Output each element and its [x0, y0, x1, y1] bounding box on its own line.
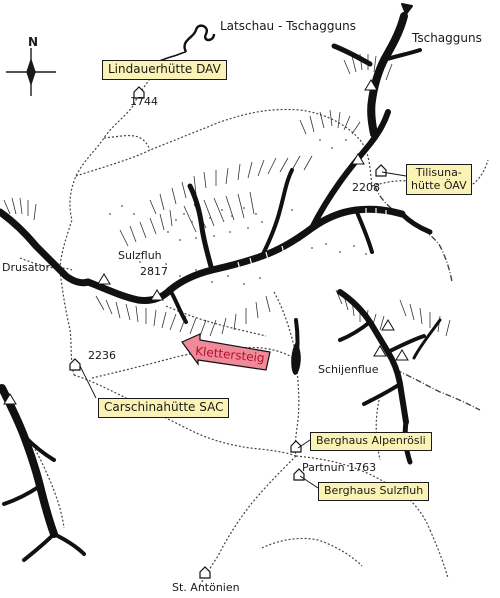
summit-markers [3, 79, 409, 405]
leader-lines [79, 171, 407, 489]
label-tschagguns: Tschagguns [412, 31, 482, 45]
road-latschau [183, 24, 216, 53]
altitude-lindauer: 1744 [130, 95, 158, 108]
mountain-ridges [0, 3, 442, 562]
label-latschau-tschagguns: Latschau - Tschagguns [220, 19, 356, 33]
hut-box-berghaus-sulzfluh: Berghaus Sulzfluh [318, 482, 430, 501]
tilisuna-line-1: Tilisuna- [415, 166, 462, 179]
hut-box-lindauerhuette: Lindauerhütte DAV [102, 60, 227, 80]
altitude-carschina: 2236 [88, 349, 116, 362]
label-sulzfluh: Sulzfluh [118, 249, 162, 262]
label-partnun: Partnun 1763 [302, 461, 377, 474]
hut-box-alpenroesli: Berghaus Alpenrösli [310, 432, 432, 451]
altitude-tilisuna: 2208 [352, 181, 380, 194]
klettersteig-arrow [181, 333, 271, 371]
hut-box-carschinahuette: Carschinahütte SAC [98, 398, 230, 418]
hut-markers [69, 86, 387, 579]
lake-partnun [291, 342, 301, 375]
terrain-stippling [109, 139, 367, 285]
label-st-antoenien: St. Antönien [172, 581, 240, 594]
label-drusator: Drusator [2, 261, 51, 274]
label-schijenflue: Schijenflue [318, 363, 379, 376]
terrain-hachures [3, 53, 451, 337]
north-arrow-icon [6, 48, 56, 96]
hut-box-tilisunahuette: Tilisuna- hütte ÖAV [406, 164, 472, 196]
hiking-trails [9, 67, 489, 586]
tilisuna-line-2: hütte ÖAV [411, 178, 467, 192]
ridge-cross-hatch [237, 208, 387, 271]
altitude-sulzfluh: 2817 [140, 265, 168, 278]
north-label: N [28, 35, 39, 49]
border-line [374, 185, 481, 411]
